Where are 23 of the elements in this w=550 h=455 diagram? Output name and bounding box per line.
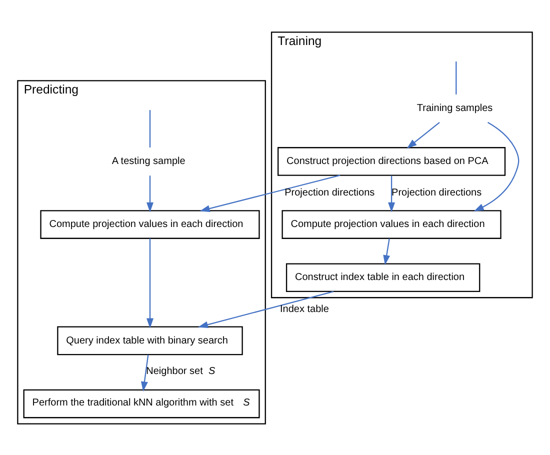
arrow bbox=[141, 354, 149, 392]
node-text: Training samples bbox=[416, 102, 493, 114]
arrow bbox=[474, 121, 520, 211]
node-box: Query index table with binary search bbox=[57, 326, 243, 355]
arrow bbox=[146, 238, 154, 328]
arrow bbox=[200, 174, 340, 212]
edge-label: Index table bbox=[280, 303, 329, 314]
edge-label: Neighbor set S bbox=[146, 366, 216, 377]
node-box: Compute projection values in each direction bbox=[282, 210, 502, 238]
connector bbox=[456, 61, 457, 94]
arrow bbox=[383, 238, 390, 265]
arrow bbox=[198, 290, 334, 328]
node-box: Compute projection values in each direction bbox=[40, 210, 260, 238]
arrow bbox=[146, 175, 154, 212]
edge-label: Projection directions bbox=[392, 187, 482, 198]
edge-label: Projection directions bbox=[284, 187, 375, 198]
node-text: A testing sample bbox=[112, 156, 186, 167]
node-box: Construct index table in each direction bbox=[286, 262, 480, 292]
node-box: Perform the traditional kNN algorithm with set S bbox=[23, 388, 260, 418]
connector bbox=[149, 110, 151, 147]
arrow bbox=[388, 175, 396, 212]
arrow bbox=[406, 121, 440, 148]
node-box: Construct projection directions based on PCA bbox=[278, 146, 506, 176]
